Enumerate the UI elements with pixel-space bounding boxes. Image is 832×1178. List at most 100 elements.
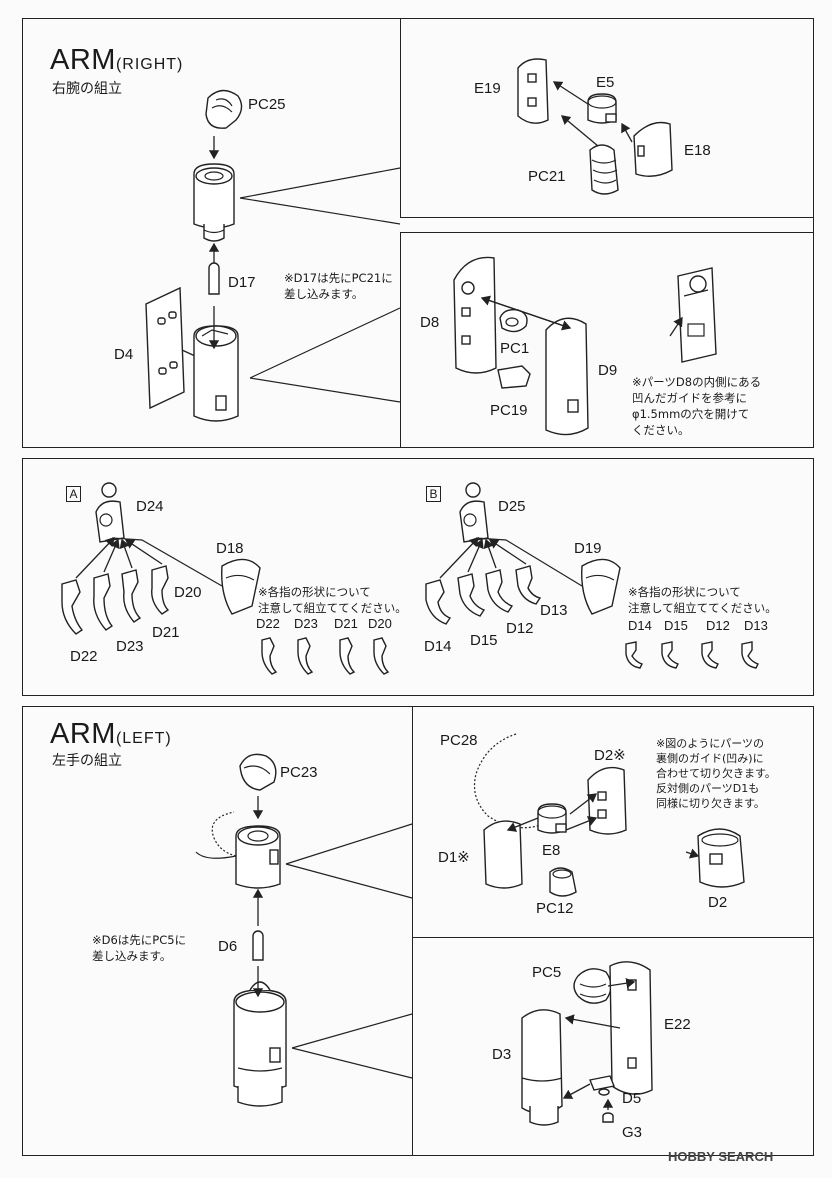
forearm-right-part	[193, 325, 239, 422]
box-label-a: A	[66, 486, 81, 502]
label-e18: E18	[684, 142, 711, 159]
arm-right-subtitle: 右腕の組立	[52, 81, 122, 97]
label-d6: D6	[218, 938, 238, 955]
label-e22: E22	[664, 1016, 691, 1033]
finger-label-a-1: D22	[256, 616, 280, 631]
detail-e-parts-frame	[400, 18, 814, 218]
instruction-sheet: ARM(RIGHT) 右腕の組立 PC25 D17 ※D17は先にPC21に 差…	[22, 18, 814, 1156]
d4-part	[145, 286, 185, 410]
label-pc19: PC19	[490, 402, 528, 419]
label-pc12: PC12	[536, 900, 574, 917]
label-d24: D24	[136, 498, 164, 515]
d3-part	[521, 1009, 563, 1126]
arm-left-title-sub: (LEFT)	[115, 730, 172, 747]
d2-part	[697, 828, 745, 888]
label-d21: D21	[152, 624, 180, 641]
d8-inner-view	[677, 267, 717, 363]
label-d4: D4	[114, 346, 134, 363]
label-d14: D14	[424, 638, 452, 655]
finger-label-a-3: D21	[334, 616, 358, 631]
pc21-part	[589, 144, 619, 195]
assembly-illustration	[61, 58, 759, 1126]
d5-part	[589, 1075, 615, 1096]
label-d18: D18	[216, 540, 244, 557]
label-d8: D8	[420, 314, 440, 331]
arm-left-subtitle: 左手の組立	[52, 753, 122, 769]
label-g3: G3	[622, 1124, 643, 1141]
label-pc21: PC21	[528, 168, 566, 185]
finger-label-b-2: D15	[664, 618, 688, 633]
upper-arm-left-part	[235, 825, 281, 889]
hand-a-fingers	[61, 565, 170, 635]
hobby-search-logo: HOBBY SEARCH	[668, 1149, 774, 1164]
label-d5: D5	[622, 1090, 642, 1107]
label-d3: D3	[492, 1046, 512, 1063]
label-d2: D2	[708, 894, 728, 911]
section-hands-frame	[22, 458, 814, 696]
hand-b-finger-detail	[625, 641, 759, 669]
note-d17: ※D17は先にPC21に 差し込みます。	[284, 271, 393, 301]
pc5-part	[573, 968, 612, 1004]
label-d25: D25	[498, 498, 526, 515]
d17-part	[208, 262, 220, 295]
arm-right-title: ARM(RIGHT)	[50, 44, 183, 77]
hand-a-palm	[95, 482, 125, 543]
e22-part	[609, 961, 653, 1095]
g3-part	[602, 1112, 614, 1123]
label-d9: D9	[598, 362, 618, 379]
hand-a-back	[221, 558, 261, 615]
pc25-part	[205, 89, 243, 129]
note-hand-a: ※各指の形状について 注意して組立ててください。	[258, 585, 407, 615]
note-d8: ※パーツD8の内側にある 凹んだガイドを参考に φ1.5mmの穴を開けて くださ…	[632, 375, 762, 437]
label-d15: D15	[470, 632, 498, 649]
box-label-b: B	[426, 486, 441, 502]
hand-b-palm	[459, 482, 489, 543]
label-pc23: PC23	[280, 764, 318, 781]
e5-part	[587, 93, 617, 124]
d2-note-part	[587, 766, 627, 835]
e8-part	[537, 803, 567, 834]
finger-label-b-1: D14	[628, 618, 652, 633]
d1-part	[483, 820, 523, 889]
pc28-part	[473, 733, 549, 829]
label-d13: D13	[540, 602, 568, 619]
hand-a-finger-detail	[261, 637, 390, 675]
d9-part	[545, 317, 589, 436]
pc19-part	[497, 365, 531, 389]
label-e8: E8	[542, 842, 561, 859]
finger-label-a-4: D20	[368, 616, 392, 631]
arm-right-title-main: ARM	[50, 44, 116, 76]
note-d6: ※D6は先にPC5に 差し込みます。	[92, 933, 187, 963]
note-d2: ※図のようにパーツの 裏側のガイド(凹み)に 合わせて切り欠きます。 反対側のパ…	[656, 737, 776, 810]
finger-label-b-3: D12	[706, 618, 730, 633]
arm-left-title-main: ARM	[50, 718, 116, 750]
label-d22: D22	[70, 648, 98, 665]
label-pc1: PC1	[500, 340, 530, 357]
arm-left-title: ARM(LEFT)	[50, 718, 172, 751]
detail-d8-frame	[400, 232, 814, 448]
d6-part	[252, 930, 264, 961]
label-d1: D1※	[438, 849, 470, 866]
hand-b-back	[581, 558, 621, 615]
d8-part	[453, 256, 497, 374]
finger-label-b-4: D13	[744, 618, 768, 633]
label-d19: D19	[574, 540, 602, 557]
label-d23: D23	[116, 638, 144, 655]
label-e19: E19	[474, 80, 501, 97]
finger-label-a-2: D23	[294, 616, 318, 631]
e19-part	[517, 58, 549, 124]
pc1-part	[499, 308, 528, 333]
label-e5: E5	[596, 74, 615, 91]
detail-e22-frame	[412, 938, 814, 1156]
section-arm-left-frame	[22, 706, 814, 1156]
label-pc5: PC5	[532, 964, 562, 981]
hand-b-fingers	[425, 565, 542, 625]
pc12-part	[549, 867, 577, 897]
note-hand-b: ※各指の形状について 注意して組立ててください。	[628, 585, 777, 615]
arm-right-title-sub: (RIGHT)	[115, 56, 184, 73]
label-d20: D20	[174, 584, 202, 601]
pc23-part	[239, 753, 277, 791]
label-d17: D17	[228, 274, 256, 291]
label-d2-note: D2※	[594, 747, 626, 764]
section-arm-right-frame	[22, 18, 814, 448]
